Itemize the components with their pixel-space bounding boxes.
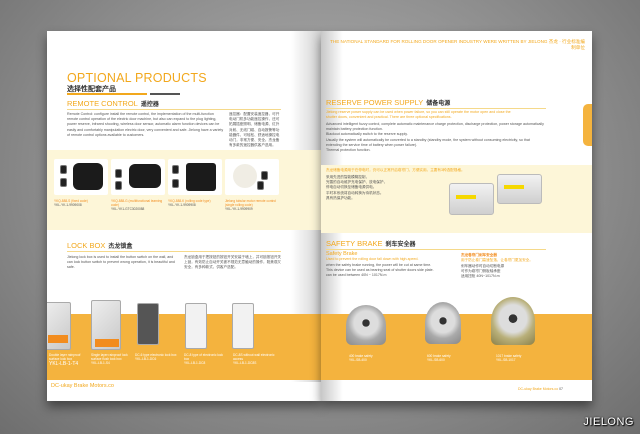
bullet: 平时本系统将自动转换为待机状态。	[326, 190, 384, 195]
brake-subtitle: Safety Brake	[326, 251, 358, 257]
divider	[67, 251, 281, 252]
brake-subtitle-2: Used to prevent the rolling door fall do…	[326, 257, 419, 261]
product-image-lockbox-2	[91, 300, 121, 350]
footer-panel	[137, 382, 321, 401]
product-image-brake-2	[425, 302, 461, 344]
remote-body-cn: 遥控器：配置安装遥控器，可开电动门机多功能遥控操作，还可拓展插座照明、储备电源、…	[229, 112, 280, 148]
bullet: Advanced intelligent fuzzy control, comp…	[326, 122, 544, 132]
heading-cn: 遥控器	[140, 102, 159, 108]
product-caption: YKQ-888-K (rolling code type)YKL-YK-1-99…	[168, 199, 211, 207]
product-caption: YKQ-888-S (fixed code)YKL-YK-1-9909008	[54, 199, 88, 207]
heading-cn: 储备电源	[426, 101, 451, 107]
product-image-remote-2	[111, 159, 165, 195]
footer-text: DC-ukay Brake Motors.co 07	[518, 387, 563, 391]
remote-body: Remote Control: configure install the re…	[67, 112, 224, 137]
lockbox-body: Jielong lock box is used to install the …	[67, 255, 175, 270]
lockbox-band	[47, 314, 321, 380]
product-image-brake-1	[346, 305, 386, 345]
bullet: 完善的自动维护充电保护、放电保护，	[326, 180, 388, 185]
bullet: 采用先进的智能模糊控制，	[326, 175, 370, 179]
heading-cn: 杰龙锁盒	[108, 244, 133, 250]
product-image-power-supply-1	[449, 183, 494, 215]
page-title: OPTIONAL PRODUCTS	[67, 71, 207, 85]
footer-text: DC-ukay Brake Motors.co	[51, 383, 114, 389]
page-number: 07	[559, 387, 563, 391]
divider	[326, 249, 546, 250]
bullet: Thermal protection function.	[326, 148, 371, 153]
bullet: 具有热保护功能。	[326, 195, 355, 200]
brake-bullets-cn: 刹车器动作时自动切断电源 可作为卷帘门侧板轴承座 适用扭矩 40N~1017N.…	[461, 264, 551, 280]
brake-subtitle-2-cn: 用于防止卷门高速坠落，让卷帘门更加安全。	[461, 258, 533, 262]
product-image-power-supply-2	[497, 174, 542, 204]
heading-en: LOCK BOX	[67, 241, 106, 250]
product-image-lockbox-1	[47, 302, 71, 350]
product-image-lockbox-5	[232, 303, 254, 349]
product-caption: Jielong tubular motor remote control (si…	[225, 199, 277, 211]
divider	[67, 109, 281, 110]
heading-en: SAFETY BRAKE	[326, 239, 383, 248]
product-image-brake-3	[491, 297, 535, 345]
heading-en: REMOTE CONTROL	[67, 99, 138, 108]
bullet: This device can be used as bearing seat …	[326, 268, 434, 273]
running-header: THE NATIONAL STANDARD FOR ROLLING DOOR O…	[330, 39, 585, 50]
product-image-remote-4	[225, 159, 279, 195]
product-image-remote-1	[54, 159, 108, 195]
bullet: 刹车器动作时自动切断电源	[461, 264, 505, 268]
reserve-intro-cn: 杰龙储备电源用于在停电时，仍可以正常开启卷帘门，方便实用。主要有3种选配规格。	[326, 168, 465, 172]
watermark-logo: JIELONG	[583, 416, 634, 428]
product-image-remote-3	[168, 159, 222, 195]
heading-en: RESERVE POWER SUPPLY	[326, 98, 424, 107]
product-caption: YKQ-888-G (multifunctional learning code…	[111, 199, 163, 211]
product-image-lockbox-3	[137, 303, 159, 345]
bullet: can be used between 40N ~ 1017N.m	[326, 273, 387, 278]
heading-cn: 刹车安全器	[385, 242, 416, 248]
title-underline	[67, 93, 147, 95]
page-title-cn: 选择性配套产品	[67, 86, 116, 93]
bullet: Blackout automatically switch to the res…	[326, 132, 408, 137]
right-page: THE NATIONAL STANDARD FOR ROLLING DOOR O…	[321, 31, 592, 401]
reserve-bullets: Advanced intelligent fuzzy control, comp…	[326, 122, 546, 153]
bullet: 适用扭矩 40N~1017N.m	[461, 274, 500, 279]
bullet: 停电自动切换至储备电源供电。	[326, 185, 377, 190]
product-caption: Single layer rainproof lock surface flus…	[91, 353, 128, 365]
tab-marker	[583, 104, 592, 146]
reserve-intro: Jielong reserve power supply can be used…	[326, 110, 511, 120]
bullet: when the safety brake running, the power…	[326, 263, 432, 267]
brake-bullets: when the safety brake running, the power…	[326, 263, 446, 279]
title-underline-dark	[150, 93, 180, 95]
divider	[326, 108, 546, 109]
bullet: Usually the system will automatically be…	[326, 137, 530, 147]
reserve-bullets-cn: 采用先进的智能模糊控制， 完善的自动维护充电保护、放电保护， 停电自动切换至储备…	[326, 175, 416, 201]
product-image-lockbox-4	[185, 303, 207, 349]
lockbox-body-cn: 杰龙锁盒用于把按钮的按钮开关安装于墙上，并可锁按钮开关上锁，有效防止自动开关被不…	[184, 255, 282, 270]
bullet: 可作为卷帘门侧板轴承座	[461, 269, 501, 274]
left-page: OPTIONAL PRODUCTS 选择性配套产品 REMOTE CONTROL…	[47, 31, 321, 401]
brake-subtitle-cn: 杰龙卷帘门刹车安全器	[461, 253, 497, 257]
